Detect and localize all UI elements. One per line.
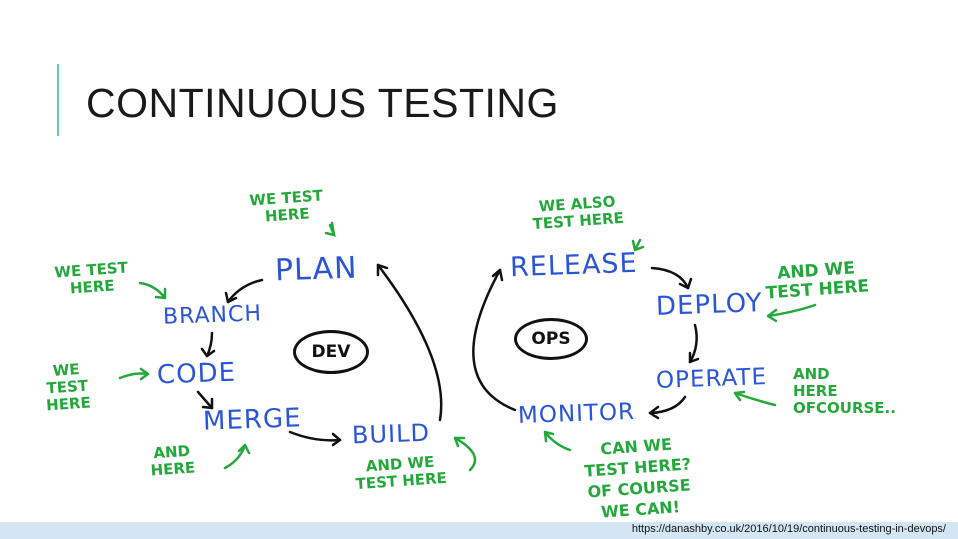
- circle-dev: DEV: [293, 330, 369, 374]
- stage-plan: PLAN: [274, 250, 359, 289]
- source-url[interactable]: https://danashby.co.uk/2016/10/19/contin…: [631, 523, 946, 535]
- note-monitor: CAN WE TEST HERE? OF COURSE WE CAN!: [583, 434, 692, 522]
- stage-deploy: DEPLOY: [655, 288, 764, 322]
- note-operate: AND HERE OFCOURSE..: [793, 365, 896, 417]
- note-merge: AND HERE: [149, 441, 196, 480]
- stage-branch: BRANCH: [162, 301, 263, 330]
- circle-ops: OPS: [514, 318, 588, 360]
- note-plan: WE TEST HERE: [248, 186, 324, 226]
- slide-title: CONTINUOUS TESTING: [86, 80, 559, 126]
- stage-build: BUILD: [351, 418, 431, 450]
- note-build: AND WE TEST HERE: [355, 452, 448, 494]
- arrow-plan-branch: [226, 278, 264, 304]
- stage-monitor: MONITOR: [517, 398, 636, 430]
- stage-operate: OPERATE: [655, 364, 768, 394]
- note-branch: WE TEST HERE: [53, 258, 129, 298]
- arrow-merge-build: [288, 430, 342, 442]
- arrow-build-plan: [376, 263, 443, 422]
- stage-code: CODE: [156, 357, 237, 391]
- note-deploy: AND WE TEST HERE: [765, 258, 870, 304]
- arrow-operate-monitor: [648, 395, 687, 415]
- note-code: WE TEST HERE: [45, 360, 92, 415]
- title-accent-bar: [57, 64, 59, 136]
- arrow-release-deploy: [650, 266, 690, 290]
- footer-bar: https://danashby.co.uk/2016/10/19/contin…: [0, 522, 958, 539]
- stage-merge: MERGE: [202, 403, 303, 437]
- arrow-monitor-release: [472, 268, 517, 412]
- arrow-deploy-operate: [688, 323, 698, 364]
- note-release: WE ALSO TEST HERE: [532, 192, 625, 234]
- stage-release: RELEASE: [509, 247, 639, 284]
